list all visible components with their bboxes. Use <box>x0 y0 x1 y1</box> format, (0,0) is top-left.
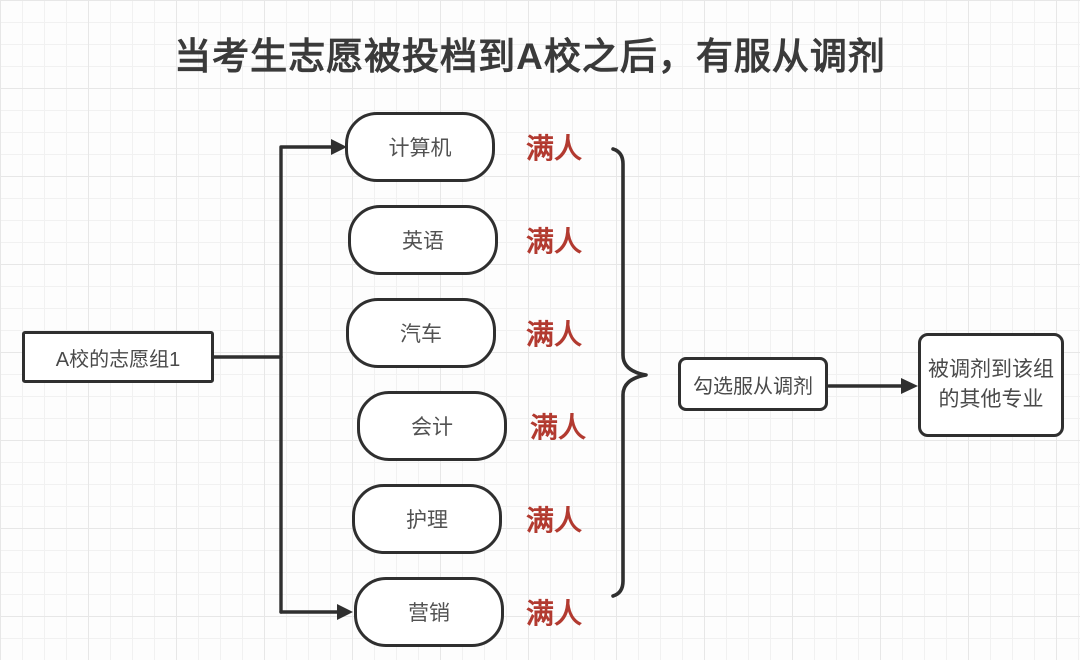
curly-brace <box>611 147 648 598</box>
arrowhead-result-icon <box>901 378 918 394</box>
major-label: 营销 <box>408 602 450 625</box>
major-label: 计算机 <box>388 137 452 160</box>
action-label: 勾选服从调剂 <box>693 375 813 398</box>
diagram-title: 当考生志愿被投档到A校之后，有服从调剂 <box>174 36 886 77</box>
status-label-full: 满人 <box>525 133 582 164</box>
result-box[interactable]: 被调剂到该组 的其他专业 <box>918 333 1064 437</box>
status-label-full: 满人 <box>525 505 582 536</box>
major-box-marketing[interactable]: 营销 <box>354 577 504 647</box>
status-label-full: 满人 <box>529 412 586 443</box>
major-box-accounting[interactable]: 会计 <box>357 391 507 461</box>
status-label-full: 满人 <box>525 598 582 629</box>
major-label: 会计 <box>411 416 453 439</box>
major-label: 英语 <box>402 230 444 253</box>
fanout-line-top <box>279 145 334 614</box>
major-box-automobile[interactable]: 汽车 <box>346 298 496 368</box>
status-label-full: 满人 <box>525 226 582 257</box>
arrowhead-bottom-icon <box>337 604 353 620</box>
action-box[interactable]: 勾选服从调剂 <box>678 357 828 411</box>
status-label-full: 满人 <box>525 319 582 350</box>
result-label-line2: 的其他专业 <box>938 388 1044 411</box>
major-label: 护理 <box>406 509 448 532</box>
major-box-nursing[interactable]: 护理 <box>352 484 502 554</box>
major-box-english[interactable]: 英语 <box>348 205 498 275</box>
source-group-box[interactable]: A校的志愿组1 <box>22 331 214 383</box>
major-label: 汽车 <box>400 323 442 346</box>
result-label-line1: 被调剂到该组 <box>928 357 1054 381</box>
source-group-label: A校的志愿组1 <box>55 348 181 371</box>
major-box-computer[interactable]: 计算机 <box>345 112 495 182</box>
